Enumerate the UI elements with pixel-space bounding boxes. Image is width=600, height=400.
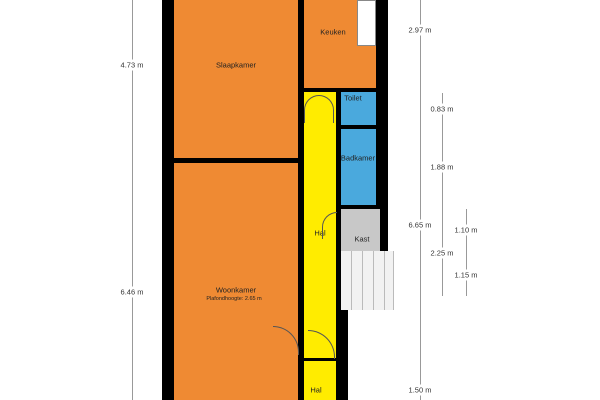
label-kast: Kast xyxy=(354,234,370,244)
outer-wall-right-upper xyxy=(376,0,388,252)
wall-slaap-woon xyxy=(174,158,298,163)
dim-right-outer-1: 2.97 m xyxy=(408,24,432,36)
dim-line-left xyxy=(132,0,133,400)
room-woonkamer xyxy=(174,163,298,400)
label-keuken: Keuken xyxy=(320,27,346,37)
dim-left-1: 4.73 m xyxy=(120,59,144,71)
door-hal-slaapkamer[interactable] xyxy=(304,95,334,123)
room-badkamer xyxy=(341,129,376,205)
staircase xyxy=(341,251,394,310)
kitchen-counter xyxy=(357,0,376,46)
label-woonkamer: Woonkamer xyxy=(215,285,257,295)
dim-right-outer-3: 1.50 m xyxy=(408,384,432,396)
room-kast xyxy=(341,209,380,251)
wall-hal-split xyxy=(304,358,336,361)
label-toilet: Toilet xyxy=(344,93,362,103)
dim-right-outer-2: 6.65 m xyxy=(408,219,432,231)
dim-right-middle-3: 2.25 m xyxy=(430,247,454,259)
label-badkamer: Badkamer xyxy=(340,153,376,163)
wall-keuken-hal xyxy=(304,88,376,92)
room-hal-lower xyxy=(304,361,336,400)
wall-toilet-bad xyxy=(341,125,376,129)
label-slaapkamer: Slaapkamer xyxy=(215,60,257,70)
room-slaapkamer xyxy=(174,0,298,158)
label-hal-lower: Hal xyxy=(310,385,322,395)
interior-wall xyxy=(298,0,304,400)
dim-line-right-middle xyxy=(442,93,443,296)
dim-left-2: 6.46 m xyxy=(120,286,144,298)
dim-line-right-outer xyxy=(420,0,421,400)
label-hal: Hal xyxy=(314,228,326,238)
room-toilet xyxy=(341,92,376,125)
dim-right-inner-2: 1.15 m xyxy=(454,269,478,281)
label-plafondhoogte: Plafondhoogte: 2.65 m xyxy=(206,296,262,302)
dim-line-right-inner xyxy=(466,209,467,296)
dim-right-middle-2: 1.88 m xyxy=(430,161,454,173)
dim-right-middle-1: 0.83 m xyxy=(430,103,454,115)
wall-bath-hal xyxy=(336,88,341,253)
door-kast[interactable] xyxy=(322,212,337,239)
dim-right-inner-1: 1.10 m xyxy=(454,224,478,236)
outer-wall-left xyxy=(162,0,174,400)
wall-bad-kast xyxy=(341,205,376,209)
